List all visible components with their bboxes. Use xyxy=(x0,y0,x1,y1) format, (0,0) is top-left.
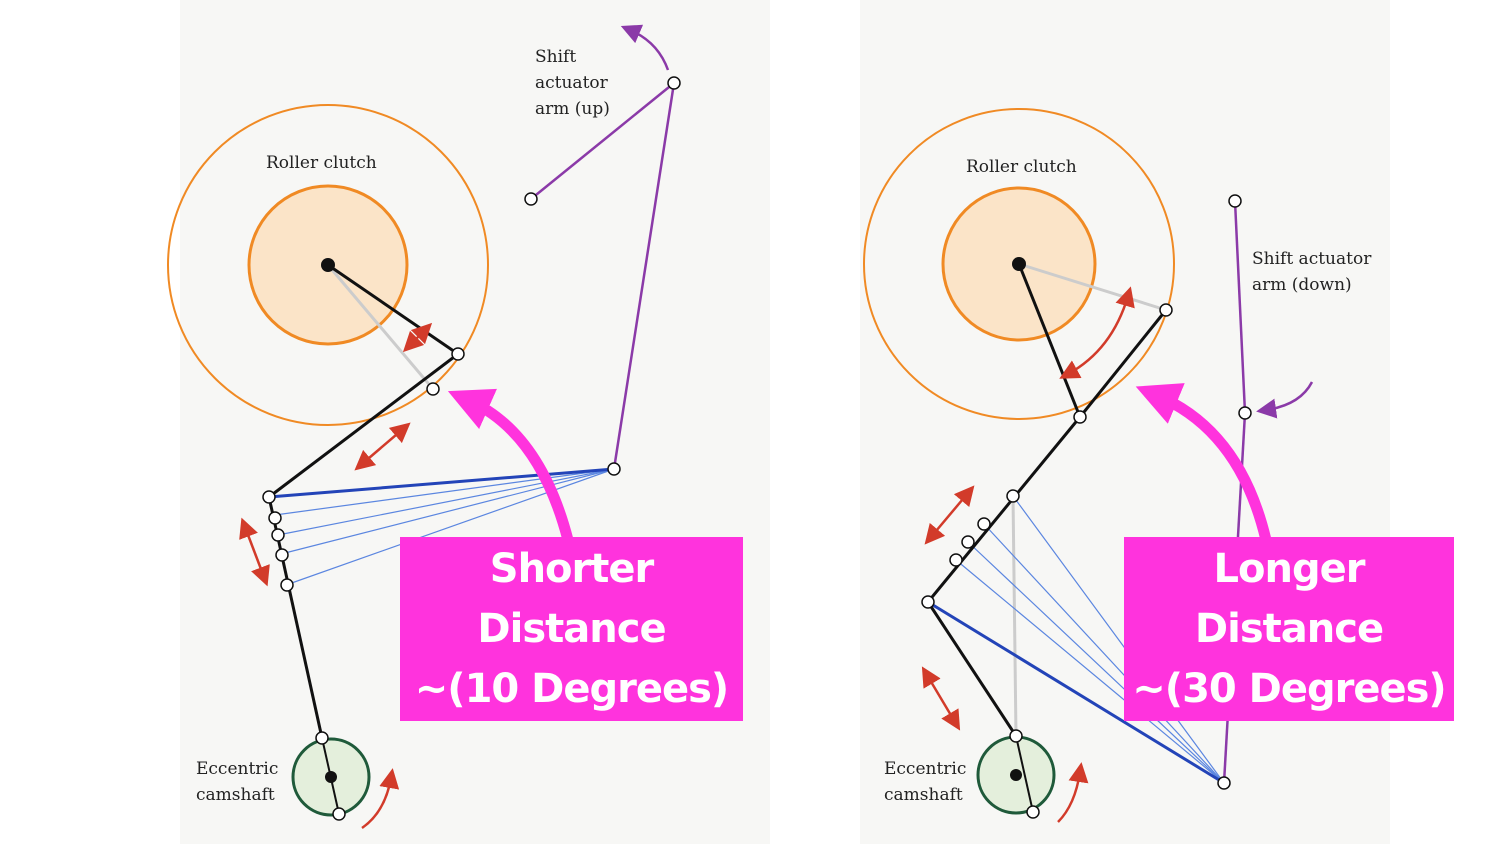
right-pivots xyxy=(921,194,1252,819)
right-ghost-link xyxy=(1011,495,1018,737)
right-camshaft-center xyxy=(1010,769,1022,781)
right-actuator-label: Shift actuator arm (down) xyxy=(1252,249,1372,295)
left-clutch-center xyxy=(321,258,335,272)
left-clutch-outer-ring xyxy=(167,104,489,426)
left-link-fan xyxy=(274,468,615,586)
right-diagram xyxy=(863,108,1314,823)
left-diagram xyxy=(167,24,681,830)
right-callout-arrow xyxy=(1135,383,1272,546)
left-ghost-arm xyxy=(326,264,435,390)
left-callout-line2: ~(10 Degrees) xyxy=(414,666,729,712)
left-roller-clutch-label: Roller clutch xyxy=(266,153,377,173)
right-link-fan xyxy=(955,495,1225,784)
right-callout-box: Longer Distance ~(30 Degrees) xyxy=(1124,537,1454,721)
left-actuator-label: Shift actuator arm (up) xyxy=(535,47,610,119)
left-motion-arrows xyxy=(239,322,433,830)
left-main-link xyxy=(268,467,615,499)
right-main-link xyxy=(927,600,1225,785)
left-callout-box: Shorter Distance ~(10 Degrees) xyxy=(400,537,743,721)
left-callout-line1: Shorter Distance xyxy=(477,546,666,652)
right-camshaft-label: Eccentric camshaft xyxy=(884,759,967,805)
left-callout-arrow xyxy=(447,388,574,546)
right-callout-line2: ~(30 Degrees) xyxy=(1132,666,1446,712)
left-actuator-arm xyxy=(530,82,676,470)
right-callout-line1: Longer Distance xyxy=(1194,546,1384,652)
right-clutch-outer-ring xyxy=(863,108,1175,420)
right-roller-clutch-label: Roller clutch xyxy=(966,157,1077,177)
right-clutch-center xyxy=(1012,257,1026,271)
left-actuator-motion-arrow xyxy=(620,24,670,71)
left-camshaft-center xyxy=(325,771,337,783)
right-actuator-motion-arrow xyxy=(1256,381,1314,419)
left-camshaft-label: Eccentric camshaft xyxy=(196,759,279,805)
right-motion-arrows xyxy=(921,286,1135,823)
